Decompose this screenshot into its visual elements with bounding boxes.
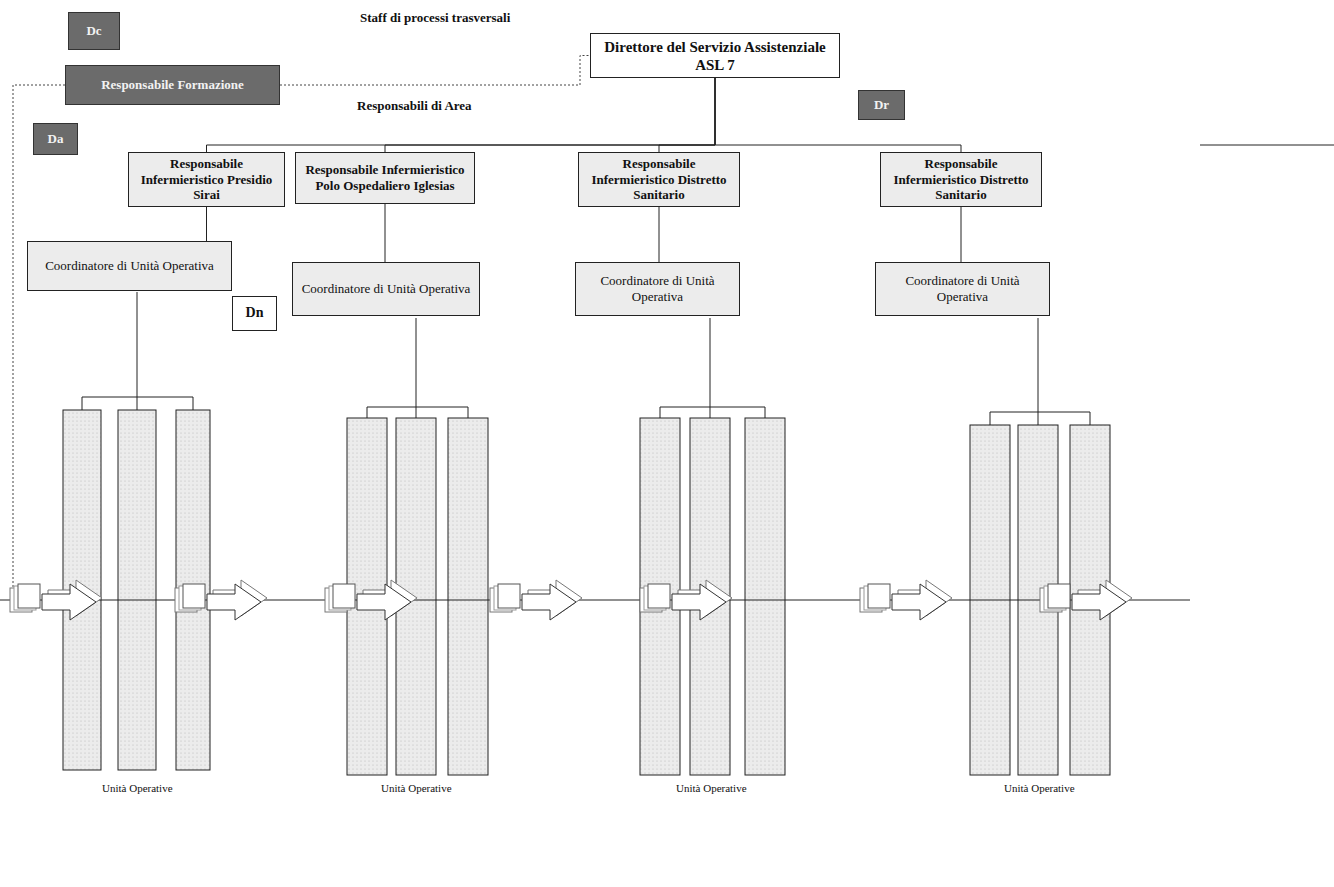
staff-box: Responsabile Formazione <box>65 65 280 105</box>
area-box: Responsabile Infermieristico Presidio Si… <box>128 152 285 207</box>
hierarchy-connector <box>715 78 961 152</box>
box-text: Dr <box>874 97 889 113</box>
staff-tag: Dc <box>68 12 120 50</box>
hierarchy-connector <box>206 207 207 241</box>
group-label: Unità Operative <box>674 782 749 794</box>
hierarchy-connector <box>385 204 386 262</box>
director-box: Direttore del Servizio Assistenziale ASL… <box>590 33 840 78</box>
area-box: Responsabile Infermieristico Distretto S… <box>880 152 1042 207</box>
coordinator-box: Coordinatore di Unità Operativa <box>875 262 1050 316</box>
staff-line <box>13 85 65 600</box>
staff-connector <box>280 56 590 86</box>
box-text: Coordinatore di Unità Operativa <box>45 258 214 274</box>
box-text: Coordinatore di Unità Operativa <box>882 273 1043 304</box>
box-text: Direttore del Servizio Assistenziale ASL… <box>597 38 833 74</box>
box-text: Coordinatore di Unità Operativa <box>582 273 733 304</box>
group-label: Unità Operative <box>1002 782 1077 794</box>
section-label: Responsabili di Area <box>355 98 474 114</box>
hierarchy-connector <box>385 78 715 152</box>
box-text: Responsabile Formazione <box>101 77 244 93</box>
bus-line <box>1200 145 1334 146</box>
group-label: Unità Operative <box>379 782 454 794</box>
area-box: Responsabile Infermieristico Polo Ospeda… <box>295 152 475 204</box>
hierarchy-connector <box>961 207 962 262</box>
box-text: Responsabile Infermieristico Polo Ospeda… <box>302 162 468 193</box>
box-text: Responsabile Infermieristico Presidio Si… <box>135 156 278 203</box>
box-text: Dn <box>246 305 264 322</box>
unit-columns <box>63 410 1110 775</box>
director-tag: Dr <box>858 90 905 120</box>
box-text: Responsabile Infermieristico Distretto S… <box>887 156 1035 203</box>
coordinator-box: Coordinatore di Unità Operativa <box>575 262 740 316</box>
box-text: Responsabile Infermieristico Distretto S… <box>585 156 733 203</box>
flow-arrows <box>10 580 1132 620</box>
group-label: Unità Operative <box>100 782 175 794</box>
hierarchy-connector <box>659 78 715 152</box>
hierarchy-connector <box>659 207 660 262</box>
box-text: Da <box>48 131 64 147</box>
area-tag: Da <box>33 123 78 155</box>
section-label: Staff di processi trasversali <box>358 10 512 26</box>
area-box: Responsabile Infermieristico Distretto S… <box>578 152 740 207</box>
box-text: Dc <box>86 23 101 39</box>
box-text: Coordinatore di Unità Operativa <box>302 281 471 297</box>
coordinator-box: Coordinatore di Unità Operativa <box>292 262 480 316</box>
hierarchy-connector <box>207 78 716 152</box>
unit-tag: Dn <box>232 296 277 331</box>
coordinator-box: Coordinatore di Unità Operativa <box>27 241 232 291</box>
